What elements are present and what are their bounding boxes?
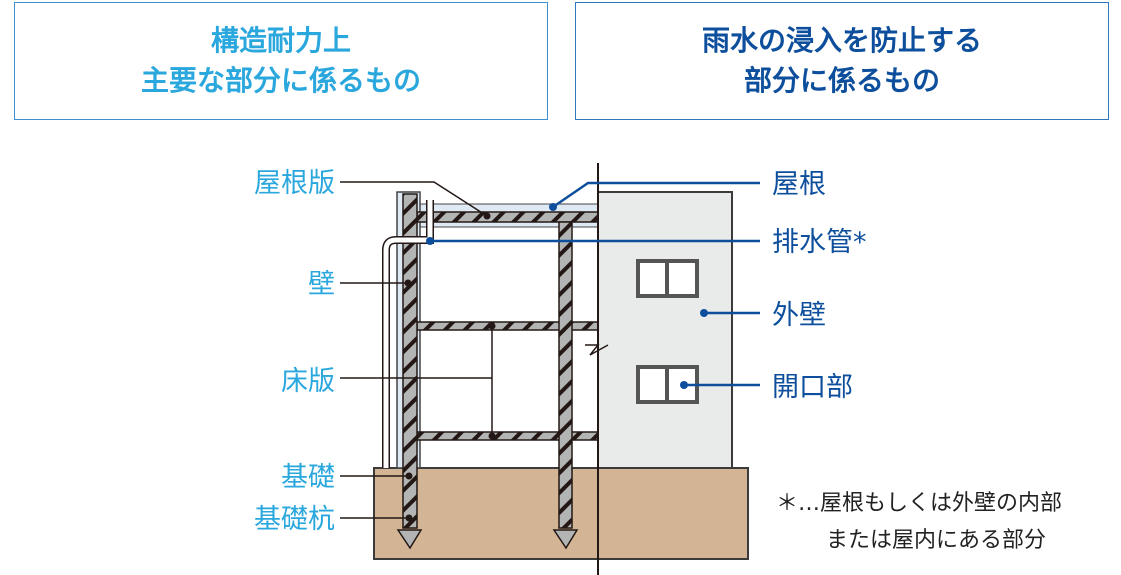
waterproof-parts-header: 雨水の浸入を防止する 部分に係るもの (575, 2, 1109, 120)
label-roof: 屋根 (772, 169, 826, 200)
label-drain-pipe: 排水管* (772, 227, 867, 258)
pile-tip (396, 529, 423, 550)
label-wall: 壁 (308, 269, 335, 300)
footnote-line: または屋内にある部分 (826, 528, 1046, 553)
label-floor-slab: 床版 (281, 366, 335, 397)
structural-parts-header: 構造耐力上 主要な部分に係るもの (14, 2, 548, 120)
header-line: 部分に係るもの (743, 64, 940, 97)
window (636, 259, 699, 298)
footnote-line: ＊…屋根もしくは外壁の内部 (776, 491, 1062, 516)
label-roof-slab: 屋根版 (254, 168, 335, 199)
exterior-wall-elevation (597, 191, 733, 469)
interior-column (558, 221, 573, 529)
wall-column (402, 193, 418, 529)
label-pile: 基礎杭 (254, 504, 335, 535)
header-line: 雨水の浸入を防止する (701, 24, 982, 57)
roof-slab (416, 211, 599, 223)
roof-insulation (416, 203, 599, 213)
pile-tip (552, 529, 579, 550)
label-exterior-wall: 外壁 (772, 300, 826, 331)
header-line: 構造耐力上 (210, 24, 351, 57)
label-foundation: 基礎 (281, 462, 335, 493)
header-line: 主要な部分に係るもの (140, 64, 421, 97)
label-opening: 開口部 (772, 372, 853, 403)
